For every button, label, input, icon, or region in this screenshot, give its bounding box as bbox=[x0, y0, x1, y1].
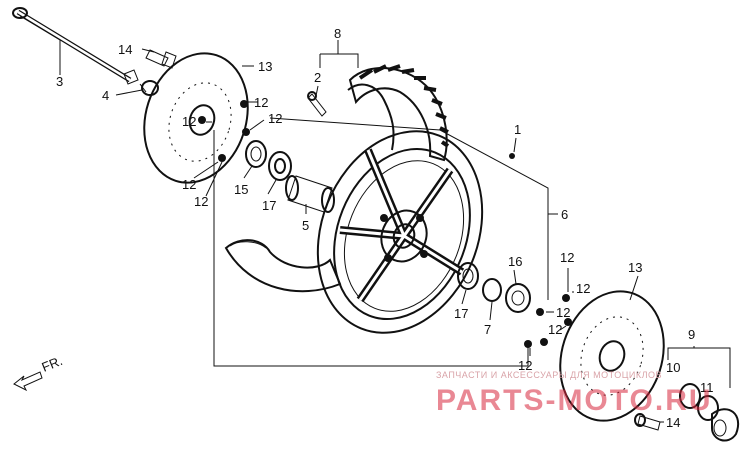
direction-label: FR. bbox=[40, 353, 65, 375]
part-label-12-d: 12 bbox=[182, 177, 196, 192]
bolt-top bbox=[145, 49, 177, 69]
part-label-8: 8 bbox=[334, 26, 341, 41]
part-label-14-top: 14 bbox=[118, 42, 132, 57]
part-label-16: 16 bbox=[508, 254, 522, 269]
circlip bbox=[482, 278, 502, 302]
part-label-10: 10 bbox=[666, 360, 680, 375]
part-label-3: 3 bbox=[56, 74, 63, 89]
part-label-12-g: 12 bbox=[560, 250, 574, 265]
distance-collar bbox=[285, 175, 335, 213]
part-label-11: 11 bbox=[700, 380, 714, 395]
part-label-4: 4 bbox=[102, 88, 109, 103]
part-label-5: 5 bbox=[302, 218, 309, 233]
part-label-1: 1 bbox=[514, 122, 521, 137]
dust-seal-left bbox=[245, 140, 267, 168]
collar-left bbox=[139, 80, 159, 96]
part-label-12-f: 12 bbox=[556, 305, 570, 320]
part-label-12-c: 12 bbox=[182, 114, 196, 129]
part-label-9: 9 bbox=[688, 327, 695, 342]
part-label-12-h: 12 bbox=[576, 281, 590, 296]
part-label-12-a: 12 bbox=[254, 95, 268, 110]
assembly-outline bbox=[213, 53, 731, 388]
part-label-15: 15 bbox=[234, 182, 248, 197]
watermark-tagline: ЗАПЧАСТИ И АКСЕССУАРЫ ДЛЯ МОТОЦИКЛОВ bbox=[436, 370, 662, 380]
bearing-left bbox=[268, 151, 292, 181]
bolt-bottom bbox=[634, 413, 661, 431]
part-label-17-left: 17 bbox=[262, 198, 276, 213]
part-label-13-left: 13 bbox=[258, 59, 272, 74]
part-label-17-right: 17 bbox=[454, 306, 468, 321]
part-label-12-i: 12 bbox=[548, 322, 562, 337]
disc-bolts bbox=[218, 100, 572, 348]
speedometer-gearbox bbox=[679, 383, 739, 442]
part-label-12-e: 12 bbox=[194, 194, 208, 209]
part-label-2: 2 bbox=[314, 70, 321, 85]
part-label-14-bottom: 14 bbox=[666, 415, 680, 430]
part-label-7: 7 bbox=[484, 322, 491, 337]
tire bbox=[224, 64, 450, 293]
watermark-logo: PARTS-MOTO.RU bbox=[436, 384, 713, 417]
part-label-13-right: 13 bbox=[628, 260, 642, 275]
valve-stem bbox=[307, 91, 327, 117]
wheel-rim bbox=[316, 83, 484, 334]
dust-seal-right bbox=[505, 283, 531, 313]
front-direction-indicator: FR. bbox=[13, 353, 65, 392]
part-labels: 3 14 4 13 12 12 12 12 12 15 17 5 2 8 1 6… bbox=[56, 26, 714, 430]
part-label-6: 6 bbox=[561, 207, 568, 222]
part-label-12-j: 12 bbox=[518, 358, 532, 373]
watermark: ЗАПЧАСТИ И АКСЕССУАРЫ ДЛЯ МОТОЦИКЛОВ PAR… bbox=[436, 370, 713, 417]
part-label-12-b: 12 bbox=[268, 111, 282, 126]
front-axle bbox=[12, 7, 139, 85]
bearing-right bbox=[457, 262, 479, 290]
leader-lines bbox=[19, 15, 695, 423]
